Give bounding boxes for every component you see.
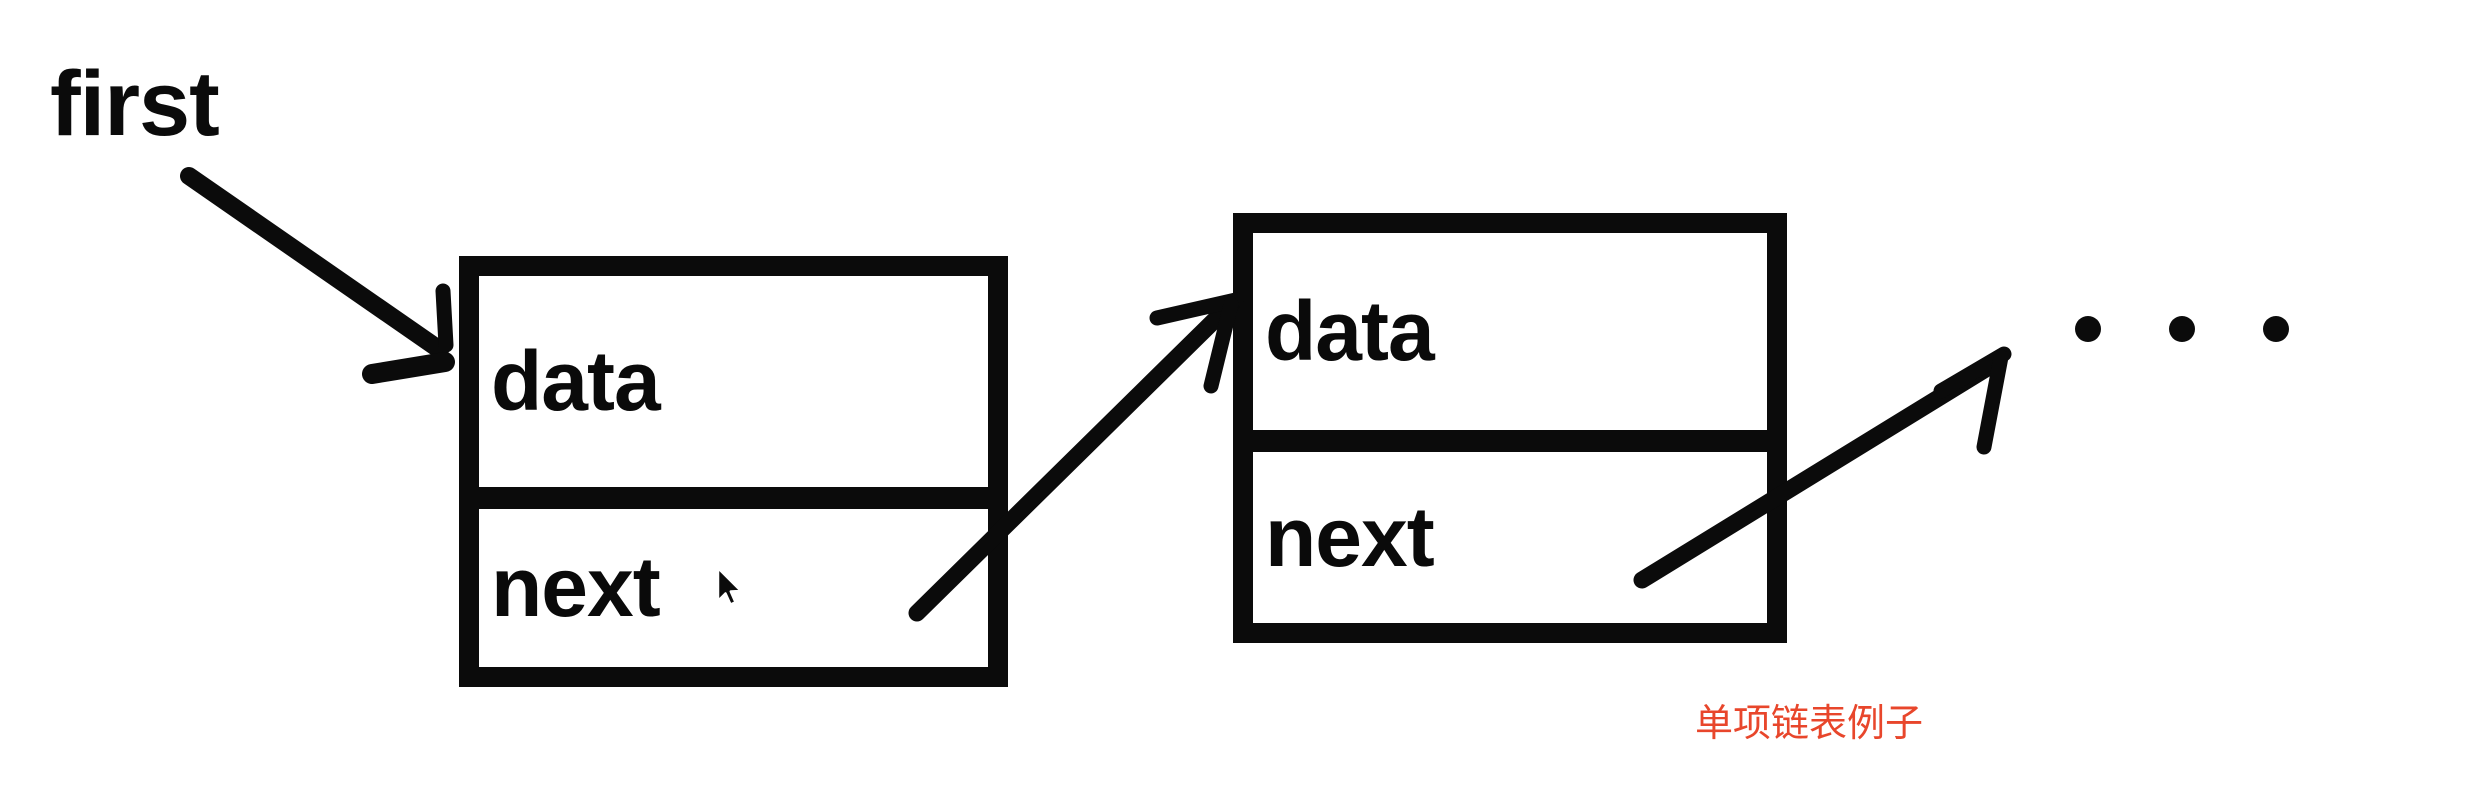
diagram-caption: 单项链表例子 (1695, 703, 1924, 745)
ellipsis-dot (2169, 316, 2195, 342)
head-pointer-label: first (50, 53, 220, 155)
ellipsis-dot (2075, 316, 2101, 342)
node1-data-field: data (479, 276, 988, 487)
ellipsis-dots (2075, 316, 2289, 342)
list-node-2: data next (1233, 213, 1787, 643)
ellipsis-dot (2263, 316, 2289, 342)
node1-next-label: next (491, 540, 661, 635)
node1-cell-divider (477, 487, 990, 509)
node1-next-field: next (479, 509, 988, 667)
node2-next-label: next (1265, 489, 1435, 584)
node1-data-label: data (491, 333, 661, 428)
list-node-1: data next (459, 256, 1008, 687)
node2-next-field: next (1253, 452, 1767, 623)
node2-data-field: data (1253, 233, 1767, 430)
node2-cell-divider (1251, 430, 1769, 452)
arrow-first-to-node1 (180, 167, 455, 384)
node2-data-label: data (1265, 283, 1435, 378)
